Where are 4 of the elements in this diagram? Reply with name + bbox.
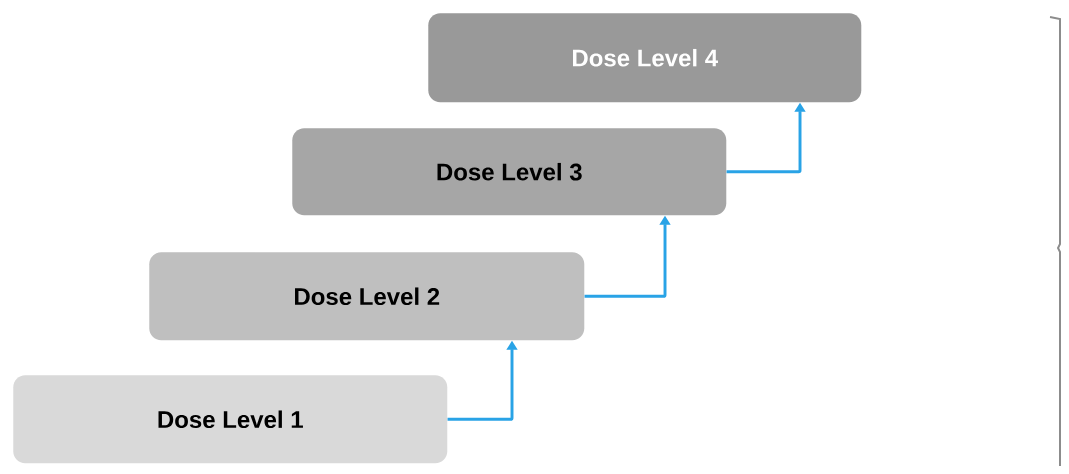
step-box: Dose Level 1 — [13, 375, 448, 464]
step-box: Dose Level 3 — [292, 128, 727, 216]
step-box: Dose Level 2 — [149, 252, 585, 341]
step-box: Dose Level 4 — [428, 13, 862, 103]
